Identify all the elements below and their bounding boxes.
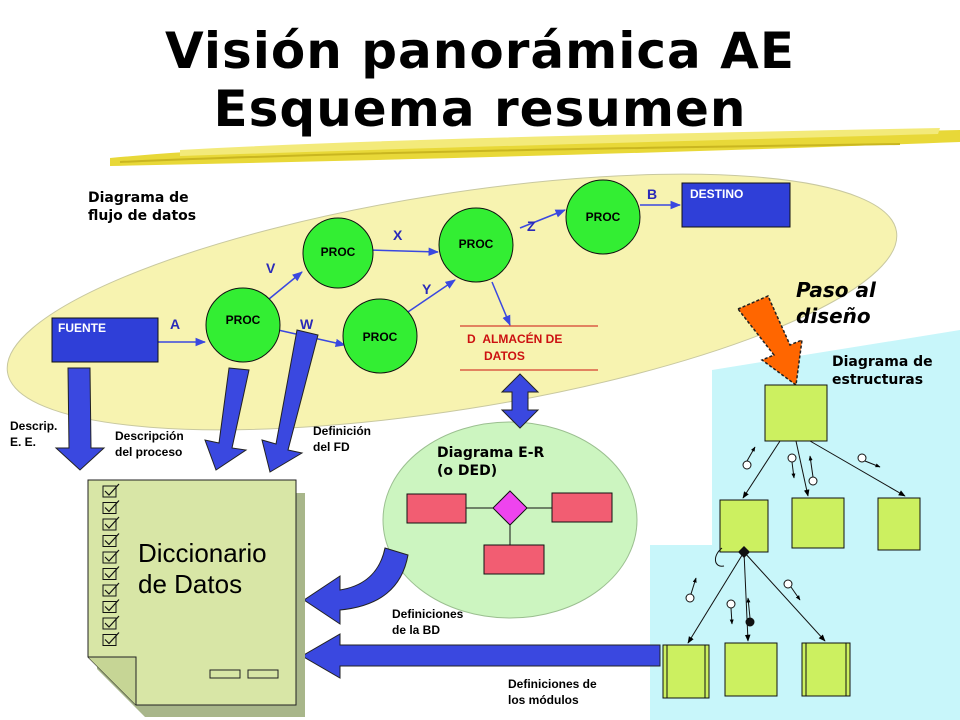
proc-label-4: PROC <box>458 237 494 251</box>
flow-d-line <box>491 281 511 326</box>
decision-diamond <box>738 546 750 558</box>
flow-z-label: Z <box>527 218 536 234</box>
check-mark-icon <box>104 549 120 562</box>
fuente-label: FUENTE <box>58 321 106 335</box>
check-mark-icon <box>104 566 120 579</box>
store-er-double-arrow <box>500 373 540 429</box>
checkbox <box>102 535 117 547</box>
flow-z-line <box>519 209 566 229</box>
flow-y-label: Y <box>422 281 432 297</box>
arrow-descrip-ee <box>54 367 106 471</box>
title-line-1: Visión panorámica AE <box>165 22 795 80</box>
iteration-loop <box>715 547 725 567</box>
check-mark-icon <box>104 632 120 645</box>
flow-x-line <box>367 247 440 256</box>
module-root <box>764 384 828 442</box>
checkbox <box>102 502 117 514</box>
module-l3-3 <box>801 642 851 697</box>
proc-circle-1 <box>205 287 281 363</box>
estructuras-label: Diagrama de estructuras <box>832 354 933 388</box>
dictionary-document <box>87 479 305 717</box>
dfd-label: Diagrama de flujo de datos <box>88 190 197 224</box>
proc-circle-3 <box>342 298 418 374</box>
er-label: Diagrama E-R (o DED) <box>437 445 545 479</box>
title-line-2: Esquema resumen <box>213 80 747 138</box>
checkbox <box>102 485 117 498</box>
check-mark-icon <box>104 500 120 513</box>
flow-b-label: B <box>647 186 658 202</box>
dfd-ellipse <box>6 173 898 431</box>
flow-x-label: X <box>393 227 403 243</box>
checkbox <box>102 568 117 580</box>
label-definicion-fd: Definición del FD <box>313 424 372 454</box>
dictionary-checkbox-list <box>102 483 120 646</box>
structure-chart <box>662 384 921 699</box>
paso-label: Paso al diseño <box>796 278 876 328</box>
label-descrip-ee: Descrip. E. E. <box>10 419 58 449</box>
check-mark-icon <box>104 615 120 628</box>
fuente-box <box>51 317 159 363</box>
paso-arrow <box>736 295 803 387</box>
flow-a-label: A <box>170 316 181 332</box>
module-l2-3 <box>877 497 921 551</box>
entity-3 <box>483 544 545 575</box>
check-mark-icon <box>104 533 120 546</box>
destino-box <box>681 182 791 228</box>
checkbox <box>102 518 117 531</box>
proc-label-5: PROC <box>585 210 621 224</box>
checkbox <box>102 634 117 646</box>
check-mark-icon <box>104 599 120 612</box>
label-definiciones-modulos: Definiciones de los módulos <box>508 677 597 707</box>
almacen-label: D ALMACÉN DE DATOS <box>467 332 563 363</box>
dictionary-title: Diccionario de Datos <box>138 538 267 599</box>
title-underline <box>110 128 960 166</box>
er-shapes <box>406 490 613 575</box>
flow-v-label: V <box>266 260 276 276</box>
check-mark-icon <box>104 516 120 529</box>
proc-circle-2 <box>302 217 374 289</box>
module-l2-2 <box>791 497 845 549</box>
check-mark-icon <box>104 483 120 496</box>
flow-w-label: W <box>300 316 314 332</box>
proc-circle-4 <box>438 207 514 283</box>
arrow-descripcion-proceso <box>204 367 250 471</box>
arrow-definiciones-modulos <box>301 633 661 679</box>
checkbox <box>102 551 117 564</box>
arrow-definicion-fd <box>261 329 319 473</box>
label-descripcion-proceso: Descripción del proceso <box>115 429 184 459</box>
checkbox <box>102 584 117 597</box>
proc-label-3: PROC <box>362 330 398 344</box>
relationship-diamond <box>492 490 528 526</box>
checkbox <box>102 617 117 630</box>
dictionary-tab-1 <box>209 669 241 679</box>
module-l3-2 <box>724 642 778 697</box>
destino-label: DESTINO <box>690 187 744 201</box>
flow-y-line <box>401 279 456 317</box>
proc-circles <box>205 179 641 374</box>
proc-circle-5 <box>565 179 641 255</box>
module-l2-1 <box>719 499 769 553</box>
checkbox <box>102 601 117 613</box>
structure-connectors <box>687 440 906 644</box>
proc-label-2: PROC <box>320 245 356 259</box>
arrow-definiciones-bd <box>303 547 409 625</box>
proc-label-1: PROC <box>225 313 261 327</box>
label-definiciones-bd: Definiciones de la BD <box>392 607 464 637</box>
entity-2 <box>551 492 613 523</box>
entity-1 <box>406 493 467 524</box>
module-l3-1 <box>662 644 710 699</box>
check-mark-icon <box>104 582 120 595</box>
dictionary-arrows <box>54 329 661 679</box>
dictionary-tab-2 <box>247 669 279 679</box>
couples <box>685 446 881 627</box>
